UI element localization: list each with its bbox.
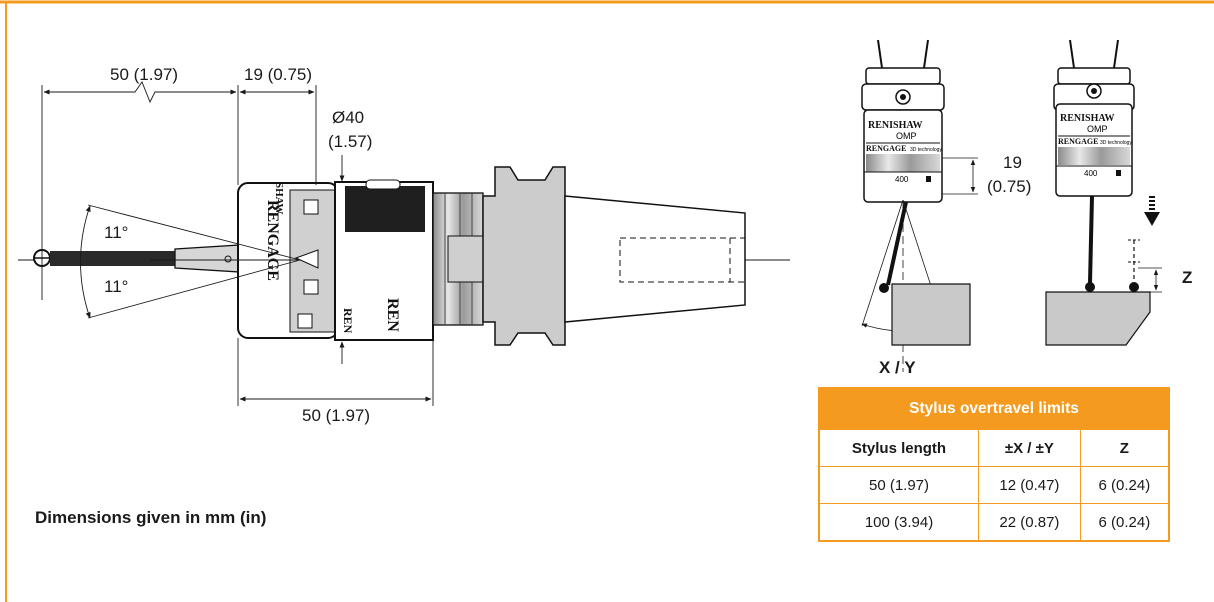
cell-stylus-length: 100 (3.94) <box>818 503 980 542</box>
axis-label-xy: X / Y <box>879 358 916 377</box>
dim-diameter: Ø40 <box>332 108 364 127</box>
cell-stylus-length: 50 (1.97) <box>818 466 980 504</box>
dim-window: 19 <box>1003 153 1022 172</box>
svg-text:RENISHAW: RENISHAW <box>1060 113 1114 124</box>
probe-side-view: RENGAGE SHAW REN REN <box>18 65 790 425</box>
table-row: 100 (3.94) 22 (0.87) 6 (0.24) <box>818 503 1170 542</box>
svg-text:SHAW: SHAW <box>273 182 285 214</box>
overtravel-table: Stylus overtravel limits Stylus length ±… <box>818 387 1170 542</box>
dim-angle-upper: 11° <box>104 223 128 242</box>
dim-body-length: 50 (1.97) <box>302 406 370 425</box>
svg-text:RENISHAW: RENISHAW <box>868 120 922 131</box>
svg-text:400: 400 <box>1084 169 1098 178</box>
dim-window-inch: (0.75) <box>987 177 1031 196</box>
cell-z: 6 (0.24) <box>1079 466 1170 504</box>
svg-text:REN: REN <box>341 308 355 334</box>
xy-deflection-view: RENISHAW OMP RENGAGE 3D technology 400 1… <box>861 39 1031 377</box>
svg-text:REN: REN <box>384 298 401 332</box>
svg-text:3D technology: 3D technology <box>910 147 942 153</box>
dim-stylus-length: 50 (1.97) <box>110 65 178 84</box>
table-caption: Stylus overtravel limits <box>818 387 1170 430</box>
units-note: Dimensions given in mm (in) <box>35 508 267 527</box>
z-deflection-view: RENISHAW OMP RENGAGE 3D technology 400 Z <box>1045 39 1192 346</box>
cell-z: 6 (0.24) <box>1079 503 1170 542</box>
svg-text:RENGAGE: RENGAGE <box>264 200 281 281</box>
cell-xy: 12 (0.47) <box>978 466 1081 504</box>
svg-text:3D technology: 3D technology <box>1100 140 1132 146</box>
cell-xy: 22 (0.87) <box>978 503 1081 542</box>
col-header-xy: ±X / ±Y <box>978 429 1081 467</box>
dim-offset: 19 (0.75) <box>244 65 312 84</box>
svg-text:RENGAGE: RENGAGE <box>1058 137 1098 146</box>
dim-angle-lower: 11° <box>104 277 128 296</box>
dim-diameter-inch: (1.57) <box>328 132 372 151</box>
table-row: 50 (1.97) 12 (0.47) 6 (0.24) <box>818 466 1170 504</box>
svg-text:400: 400 <box>895 175 909 184</box>
svg-text:OMP: OMP <box>1087 124 1108 134</box>
col-header-stylus-length: Stylus length <box>818 429 980 467</box>
axis-label-z: Z <box>1182 268 1192 287</box>
svg-text:RENGAGE: RENGAGE <box>866 144 906 153</box>
col-header-z: Z <box>1079 429 1170 467</box>
svg-text:OMP: OMP <box>896 131 917 141</box>
